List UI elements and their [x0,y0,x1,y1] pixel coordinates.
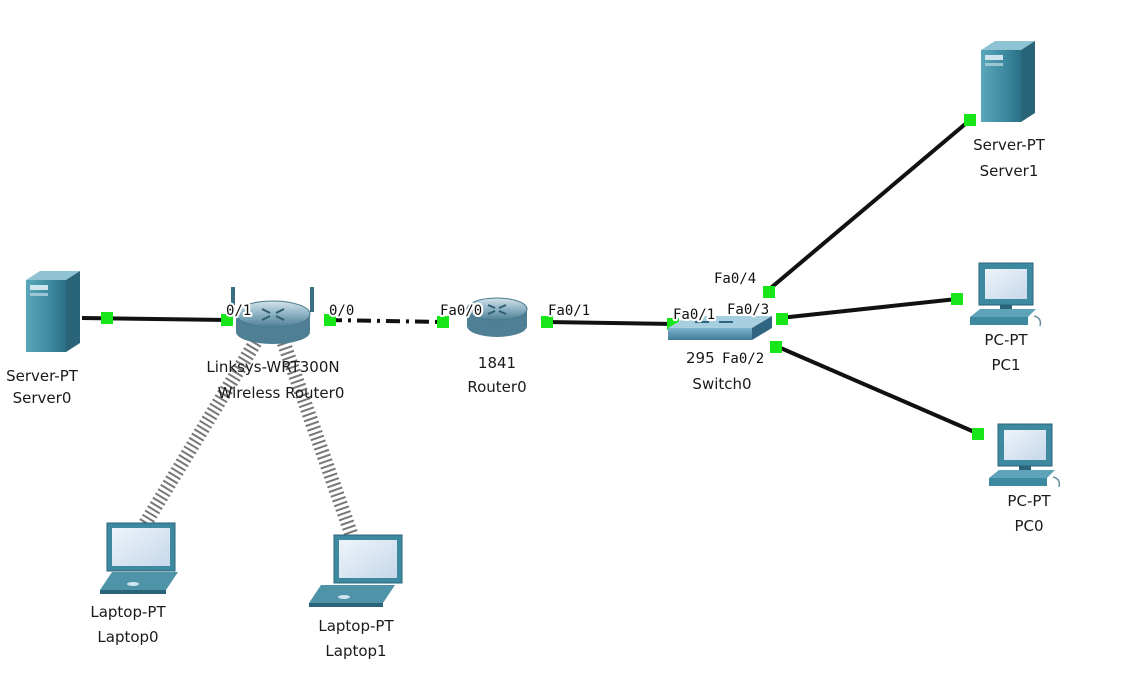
port-label: 0/0 [329,303,354,319]
device-name-label: Wireless Router0 [218,384,345,402]
laptop-icon [309,534,403,607]
device-name-label: Laptop0 [97,628,158,646]
device-server1[interactable]: Server-PT Server1 [973,41,1046,180]
port-status-indicator [541,316,553,328]
port-status-indicator [951,293,963,305]
device-model-label: PC-PT [1007,492,1051,510]
pc-icon [989,423,1061,488]
device-switch0[interactable]: 295 Switch0 [668,316,772,393]
server-icon [26,271,80,352]
link-switch0-server1[interactable] [764,118,972,294]
wireless-link-laptop1[interactable] [275,335,359,539]
port-label: Fa0/1 [548,303,590,319]
port-status-indicator [964,114,976,126]
port-label: Fa0/0 [440,303,482,319]
link-router0-switch0[interactable] [545,320,675,326]
device-model-label: Server-PT [973,136,1046,154]
link-switch0-pc1[interactable] [779,297,958,320]
port-status-indicator [324,314,336,326]
device-name-label: Server0 [13,389,72,407]
device-router0[interactable]: 1841 Router0 [466,297,528,396]
port-status-indicator [221,314,233,326]
device-name-label: PC1 [991,356,1020,374]
device-model-label: Laptop-PT [90,603,166,621]
device-pc1[interactable]: PC-PT PC1 [970,262,1042,374]
port-status-indicator [763,286,775,298]
pc-icon [970,262,1042,327]
wireless-router-icon [231,287,314,344]
device-model-label: 1841 [478,354,516,372]
port-status-indicator [972,428,984,440]
device-wireless-router0[interactable]: Linksys-WRT300N Wireless Router0 [206,287,344,402]
port-status-indicator [437,316,449,328]
device-name-label: Server1 [980,162,1039,180]
device-name-label: Router0 [467,378,526,396]
port-status-indicator [101,312,113,324]
link-switch0-pc0[interactable] [775,344,980,436]
device-model-label: Laptop-PT [318,617,394,635]
port-status-indicator [770,341,782,353]
port-label: Fa0/2 [722,351,764,367]
device-name-label: Laptop1 [325,642,386,660]
server-icon [981,41,1035,122]
device-laptop0[interactable]: Laptop-PT Laptop0 [90,522,178,646]
port-label: Fa0/4 [714,271,756,287]
port-label: 0/1 [226,303,251,319]
device-name-label: Switch0 [692,375,751,393]
router-icon [466,297,528,337]
device-model-label: Server-PT [6,367,79,385]
switch-icon [668,316,772,340]
device-name-label: PC0 [1014,517,1043,535]
link-wrouter-router0[interactable] [327,318,445,324]
device-laptop1[interactable]: Laptop-PT Laptop1 [309,534,403,660]
port-label: Fa0/1 [673,307,715,323]
wireless-link-laptop0[interactable] [139,334,264,528]
port-label: Fa0/3 [727,302,769,318]
device-model-label: PC-PT [984,331,1028,349]
device-pc0[interactable]: PC-PT PC0 [989,423,1061,535]
laptop-icon [100,522,178,594]
port-status-indicator [776,313,788,325]
device-server0[interactable]: Server-PT Server0 [6,271,80,407]
device-model-label: 295 [686,349,715,367]
device-model-label: Linksys-WRT300N [206,358,339,376]
